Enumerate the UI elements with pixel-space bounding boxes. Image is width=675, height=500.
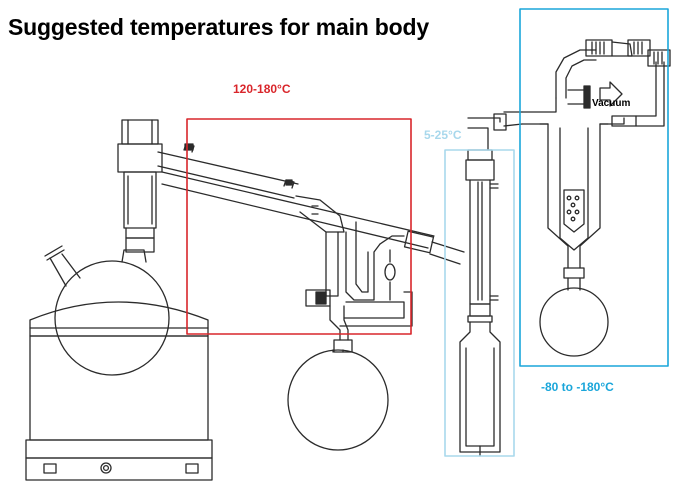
hot-zone-temperature-label: 120-180°C	[233, 82, 291, 96]
trap-collection-flask	[539, 267, 609, 357]
vertical-condenser	[465, 111, 523, 323]
distillation-head	[117, 119, 163, 253]
condenser-zone-box	[444, 149, 515, 457]
heating-mantle	[25, 301, 213, 481]
cold-trap	[521, 39, 671, 269]
boiling-flask	[44, 245, 170, 376]
receiver-cylinder	[459, 321, 501, 457]
receiving-flask	[287, 349, 389, 451]
condenser-zone-temperature-label: 5-25°C	[424, 128, 462, 142]
cold-trap-zone-box	[519, 8, 669, 367]
vacuum-label: Vacuum	[592, 98, 631, 109]
receiver-adapter	[305, 221, 413, 353]
hot-zone-box	[186, 118, 412, 335]
page-title: Suggested temperatures for main body	[8, 14, 429, 40]
cold-trap-temperature-label: -80 to -180°C	[541, 380, 614, 394]
short-path-condenser	[157, 143, 435, 249]
